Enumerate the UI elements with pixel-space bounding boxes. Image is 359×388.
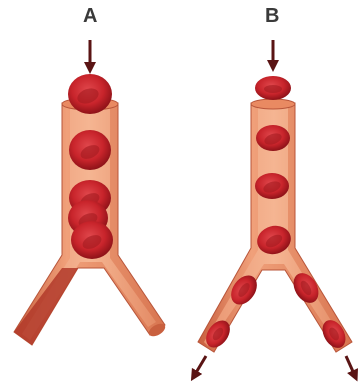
panel-b-outflow-arrow-left xyxy=(194,356,206,376)
panel-a-cell xyxy=(69,130,111,170)
panel-a xyxy=(14,40,167,345)
panel-b-cell xyxy=(256,125,290,151)
panel-b-cell xyxy=(255,173,289,199)
panel-b xyxy=(194,40,355,376)
panel-b-outflow-arrow-right xyxy=(346,356,355,376)
panel-a-cell xyxy=(71,221,113,259)
panel-b-cell xyxy=(255,76,291,100)
panel-b-vessel-rim xyxy=(251,99,295,109)
panel-a-wall-shadow xyxy=(14,268,78,345)
panel-a-cell xyxy=(68,74,112,114)
